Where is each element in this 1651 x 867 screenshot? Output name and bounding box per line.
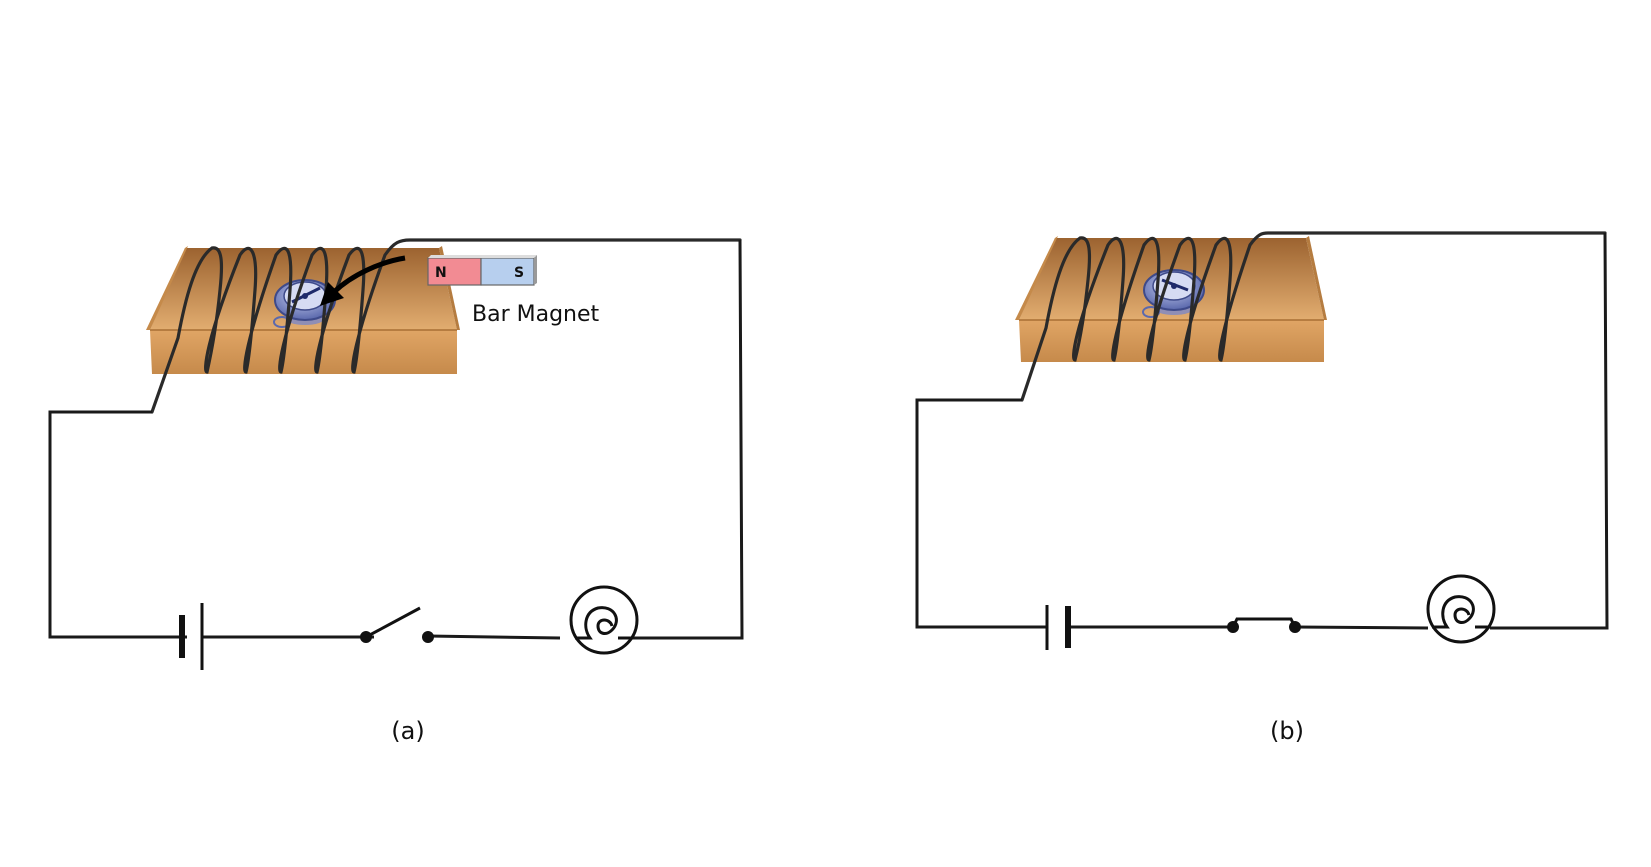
bulb-icon xyxy=(569,585,639,655)
bar-magnet-label: Bar Magnet xyxy=(472,302,600,327)
deflection-arrow-icon xyxy=(320,255,406,306)
wire-b xyxy=(915,232,1609,630)
coil xyxy=(1020,231,1607,402)
panel-a: N S Bar Magnet (a) xyxy=(48,238,744,745)
battery-icon xyxy=(179,603,204,670)
coil xyxy=(150,238,742,414)
switch-icon xyxy=(1227,617,1301,633)
switch-icon xyxy=(360,606,434,643)
wire-a xyxy=(48,239,744,640)
bar-magnet: N S xyxy=(427,255,537,286)
battery-icon xyxy=(1045,605,1071,650)
magnet-south-label: S xyxy=(514,265,524,281)
magnet-north-label: N xyxy=(435,265,447,281)
panel-b: (b) xyxy=(915,231,1609,745)
caption-a: (a) xyxy=(391,717,424,745)
bulb-icon xyxy=(1426,574,1496,644)
compass-icon xyxy=(1142,269,1205,318)
caption-b: (b) xyxy=(1270,717,1304,745)
